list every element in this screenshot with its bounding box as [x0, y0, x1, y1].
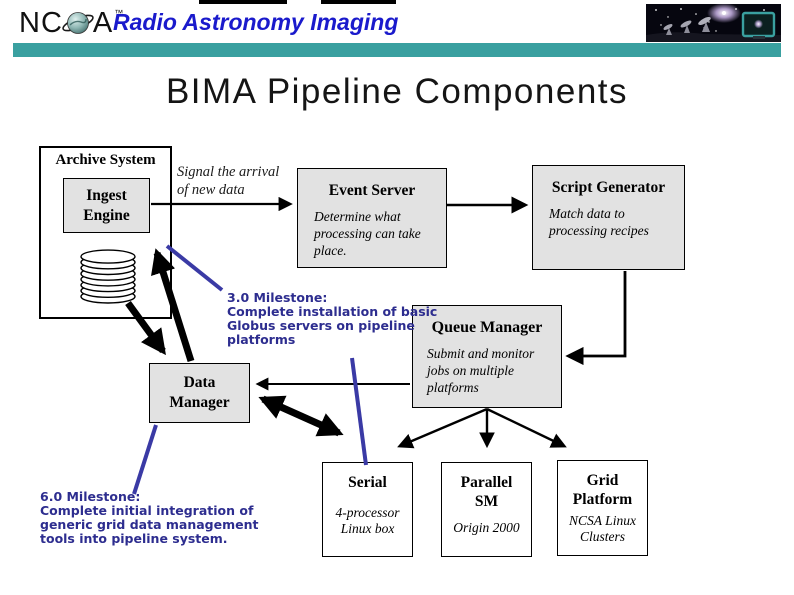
data-manager-label: Manager	[169, 394, 230, 411]
brand-suffix: A	[92, 7, 114, 39]
ingest-engine-label: Engine	[83, 206, 130, 224]
event-server-title: Event Server	[328, 182, 416, 199]
script-generator-desc: Match data to processing recipes	[549, 206, 649, 238]
header-bar	[13, 43, 781, 57]
event-server-desc: Determine what processing can take place…	[314, 209, 421, 258]
parallel-sm-desc: Origin 2000	[453, 520, 520, 535]
data-manager-box: Data Manager	[149, 363, 250, 423]
script-generator-title: Script Generator	[551, 179, 666, 196]
data-manager-label: Data	[183, 374, 216, 391]
page-title: BIMA Pipeline Components	[165, 72, 629, 111]
header-title: Radio Astronomy Imaging	[113, 9, 399, 35]
arrow-queue-manager-to-serial	[397, 407, 488, 449]
queue-manager-box: Queue Manager Submit and monitor jobs on…	[412, 305, 562, 408]
top-edge-artifact	[321, 0, 396, 4]
ingest-engine-box: Ingest Engine	[63, 178, 150, 233]
arrow-script-generator-to-queue-manager	[565, 271, 627, 366]
ingest-engine-label: Ingest	[86, 186, 127, 204]
grid-platform-desc: NCSA Linux Clusters	[569, 513, 636, 544]
serial-box: Serial 4-processor Linux box	[322, 462, 413, 557]
grid-platform-title: Grid Platform	[572, 472, 633, 508]
serial-title: Serial	[348, 474, 387, 491]
archive-system-label: Archive System	[55, 152, 156, 168]
queue-manager-desc: Submit and monitor jobs on multiple plat…	[427, 346, 535, 395]
queue-manager-title: Queue Manager	[431, 319, 543, 336]
milestone-3-note: 3.0 Milestone: Complete installation of …	[227, 290, 438, 347]
callout-line-milestone3-to-ingest	[165, 244, 224, 292]
arrow-data-manager-serial-bidirectional	[258, 395, 344, 437]
globe-icon	[62, 12, 94, 34]
parallel-sm-title: Parallel SM	[460, 474, 513, 510]
serial-desc: 4-processor Linux box	[335, 505, 400, 536]
top-edge-artifact	[199, 0, 287, 4]
callout-line-milestone6-to-data-manager	[132, 424, 158, 495]
callout-line-milestone3-to-serial	[350, 357, 368, 466]
space-photo	[646, 4, 781, 42]
milestone-6-note: 6.0 Milestone: Complete initial integrat…	[40, 489, 259, 546]
ncsa-logo: NC A ™	[19, 7, 124, 39]
signal-note: Signal the arrival of new data	[177, 164, 280, 198]
grid-platform-box: Grid Platform NCSA Linux Clusters	[557, 460, 648, 556]
event-server-box: Event Server Determine what processing c…	[297, 168, 447, 268]
arrow-queue-manager-to-grid-platform	[486, 407, 567, 448]
script-generator-box: Script Generator Match data to processin…	[532, 165, 685, 270]
telescope-icon	[663, 16, 711, 35]
trademark-symbol: ™	[114, 8, 125, 18]
parallel-sm-box: Parallel SM Origin 2000	[441, 462, 532, 557]
brand-prefix: NC	[19, 7, 63, 39]
monitor-icon	[741, 11, 776, 39]
